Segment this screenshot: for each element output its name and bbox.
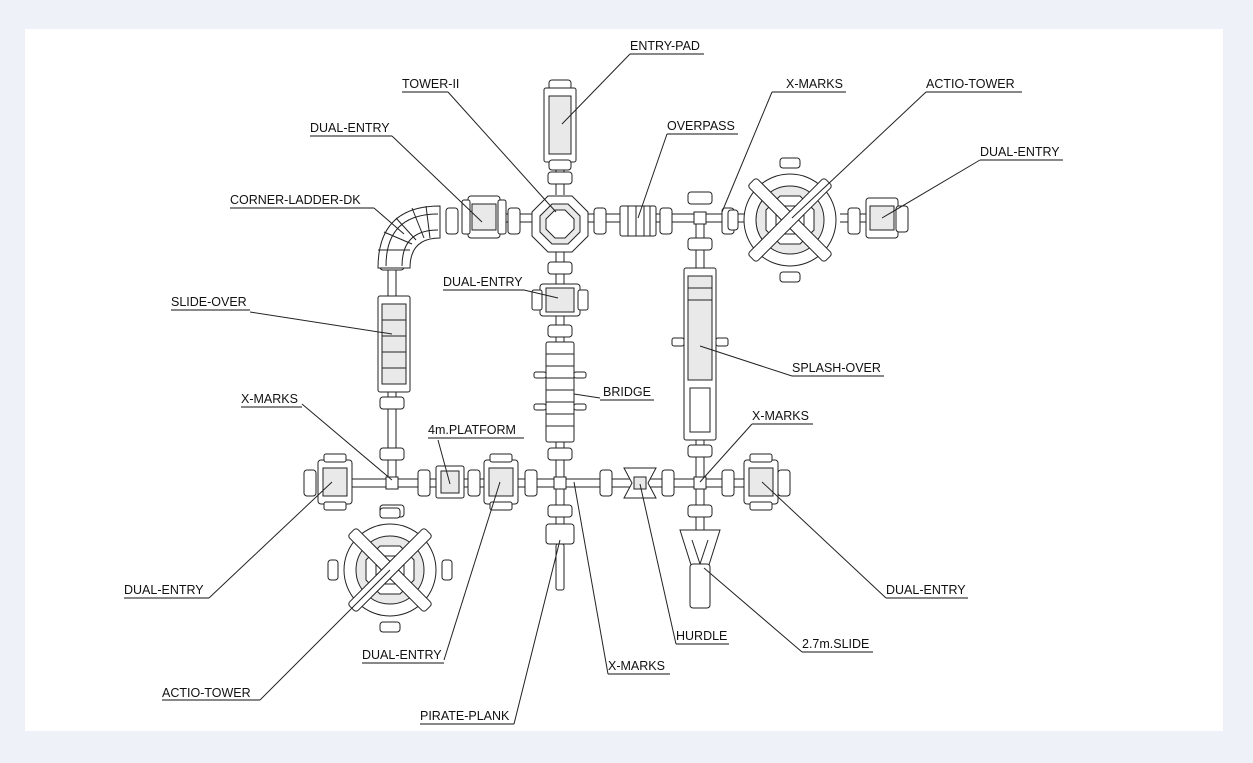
svg-text:X-MARKS: X-MARKS [752,409,809,423]
slide-over-shape [377,295,411,393]
svg-text:DUAL-ENTRY: DUAL-ENTRY [980,145,1060,159]
label-slide-over: SLIDE-OVER [171,295,250,311]
svg-text:DUAL-ENTRY: DUAL-ENTRY [310,121,390,135]
label-dual-entry-top-right: DUAL-ENTRY [980,145,1063,161]
label-corner-ladder-dk: CORNER-LADDER-DK [230,193,374,209]
leader-lines [208,53,981,725]
platform-4m-shape [435,465,465,499]
svg-text:OVERPASS: OVERPASS [667,119,735,133]
svg-text:SLIDE-OVER: SLIDE-OVER [171,295,247,309]
svg-text:SPLASH-OVER: SPLASH-OVER [792,361,881,375]
label-tower-ii: TOWER-II [402,77,459,93]
label-dual-entry-bottom-right: DUAL-ENTRY [886,583,968,599]
dual-entry-top-right-shape [865,197,909,239]
label-pirate-plank: PIRATE-PLANK [420,709,514,725]
label-dual-entry-bottom-left: DUAL-ENTRY [124,583,209,599]
label-x-marks-right: X-MARKS [752,409,813,425]
label-bridge: BRIDGE [600,385,654,401]
svg-text:BRIDGE: BRIDGE [603,385,651,399]
drawing-sheet: ENTRY-PAD TOWER-II X-MARKS ACTIO-TOWER D… [25,29,1223,731]
dual-entry-bottom-left-shape [317,453,353,511]
bridge-shape [533,341,587,443]
label-dual-entry-top-left: DUAL-ENTRY [310,121,392,137]
label-overpass: OVERPASS [667,119,738,135]
dual-entry-center-shape [531,283,589,317]
svg-text:CORNER-LADDER-DK: CORNER-LADDER-DK [230,193,361,207]
label-x-marks-bottom: X-MARKS [608,659,670,675]
label-dual-entry-center: DUAL-ENTRY [443,275,524,291]
playground-layout-diagram: ENTRY-PAD TOWER-II X-MARKS ACTIO-TOWER D… [124,39,1063,725]
dual-entry-top-left-shape [461,195,507,239]
label-platform-4m: 4m.PLATFORM [428,423,524,439]
svg-text:DUAL-ENTRY: DUAL-ENTRY [886,583,966,597]
svg-text:ACTIO-TOWER: ACTIO-TOWER [926,77,1015,91]
label-hurdle: HURDLE [676,629,729,645]
svg-text:ACTIO-TOWER: ACTIO-TOWER [162,686,251,700]
label-dual-entry-bottom-center: DUAL-ENTRY [362,648,444,664]
svg-text:2.7m.SLIDE: 2.7m.SLIDE [802,637,869,651]
svg-text:ENTRY-PAD: ENTRY-PAD [630,39,700,53]
svg-text:X-MARKS: X-MARKS [608,659,665,673]
label-entry-pad: ENTRY-PAD [630,39,704,55]
svg-text:DUAL-ENTRY: DUAL-ENTRY [443,275,523,289]
actio-tower-top-right-shape [727,157,837,283]
dual-entry-bottom-right-shape [743,453,779,511]
dual-entry-bottom-center-shape [483,453,519,511]
entry-pad-shape [543,79,577,171]
svg-text:X-MARKS: X-MARKS [241,392,298,406]
hurdle-shape [623,467,657,499]
splash-over-shape [671,267,729,441]
x-mark-junctions [385,211,707,490]
svg-text:HURDLE: HURDLE [676,629,727,643]
label-x-marks-top: X-MARKS [772,77,846,93]
label-x-marks-left: X-MARKS [241,392,302,408]
svg-text:DUAL-ENTRY: DUAL-ENTRY [362,648,442,662]
svg-text:4m.PLATFORM: 4m.PLATFORM [428,423,516,437]
svg-text:TOWER-II: TOWER-II [402,77,459,91]
corner-ladder-shape [377,205,441,269]
slide-27m-shape [679,529,721,609]
label-slide-27m: 2.7m.SLIDE [802,637,873,653]
svg-text:DUAL-ENTRY: DUAL-ENTRY [124,583,204,597]
svg-text:PIRATE-PLANK: PIRATE-PLANK [420,709,510,723]
svg-text:X-MARKS: X-MARKS [786,77,843,91]
tower-ii-shape [531,195,589,253]
label-splash-over: SPLASH-OVER [792,361,884,377]
label-actio-tower-bottom: ACTIO-TOWER [162,686,260,701]
overpass-shape [619,205,657,237]
label-actio-tower-top: ACTIO-TOWER [926,77,1022,93]
pirate-plank-shape [545,523,575,591]
